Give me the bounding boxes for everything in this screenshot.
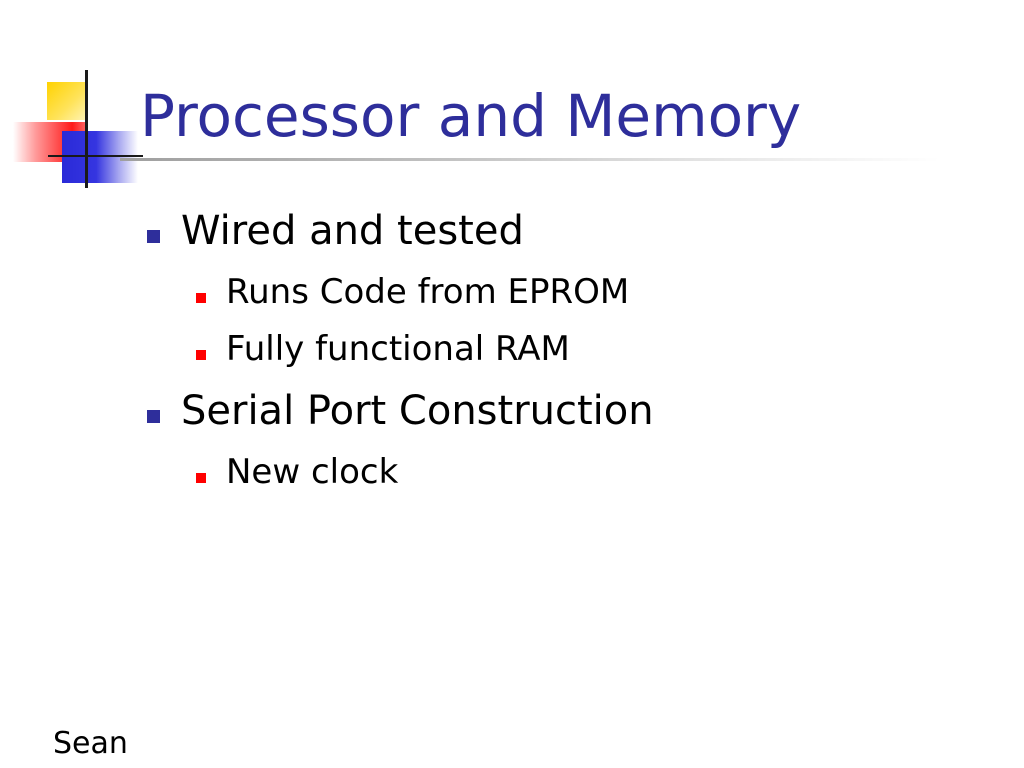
- sub-bullet-marker-icon: [196, 473, 206, 483]
- logo-vertical-line: [85, 70, 88, 188]
- slide-footer-author: Sean: [53, 726, 128, 761]
- logo-yellow-square-icon: [47, 82, 85, 120]
- bullet-item: Wired and tested: [181, 208, 524, 254]
- bullet-item: Serial Port Construction: [181, 388, 654, 434]
- sub-bullet-item: New clock: [226, 452, 399, 492]
- bullet-marker-icon: [147, 410, 160, 423]
- bullet-marker-icon: [147, 230, 160, 243]
- logo-horizontal-line: [48, 155, 143, 157]
- sub-bullet-item: Runs Code from EPROM: [226, 272, 630, 312]
- sub-bullet-item: Fully functional RAM: [226, 329, 570, 369]
- logo-blue-square-icon: [62, 131, 138, 183]
- sub-bullet-marker-icon: [196, 293, 206, 303]
- sub-bullet-marker-icon: [196, 350, 206, 360]
- title-underline: [120, 158, 940, 161]
- slide-title: Processor and Memory: [140, 82, 802, 150]
